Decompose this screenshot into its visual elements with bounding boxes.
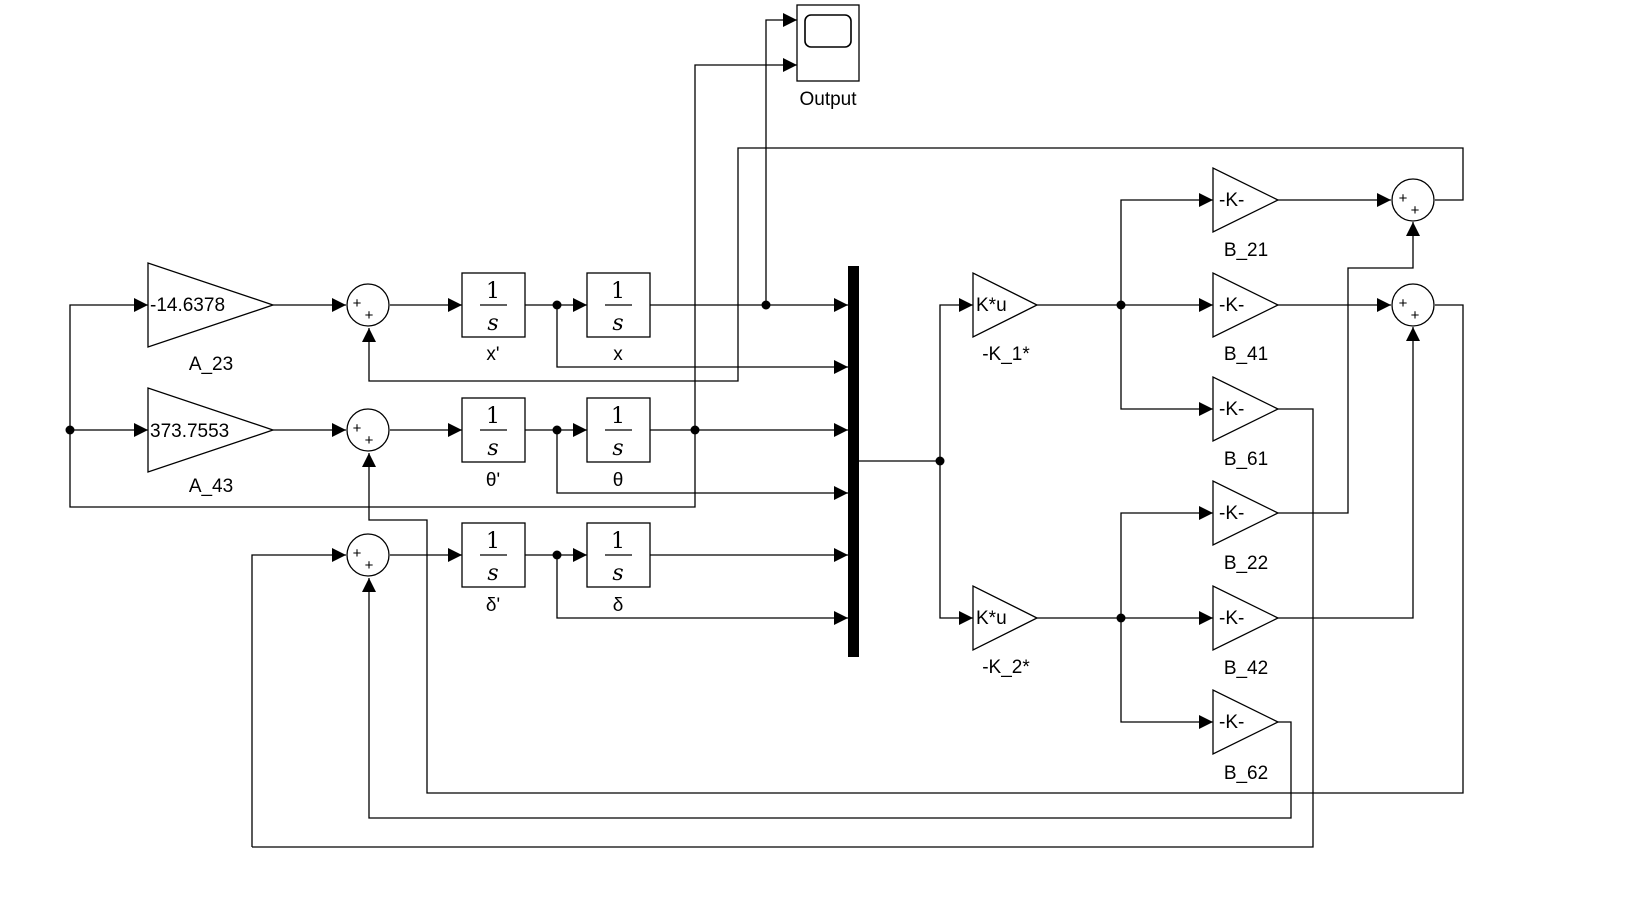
gain-a23-block[interactable]: -14.6378 A_23 bbox=[147, 262, 276, 375]
gain-b62-value: -K- bbox=[1219, 712, 1244, 733]
gain-b62-block[interactable]: -K- B_62 bbox=[1212, 688, 1280, 784]
gain-a23-label: A_23 bbox=[189, 354, 233, 375]
integrator-denominator: s bbox=[487, 561, 498, 586]
integrator-numerator: 1 bbox=[486, 529, 500, 554]
integrator-x[interactable]: 1 s x bbox=[586, 272, 651, 365]
gain-k2-block[interactable]: K*u -K_2* bbox=[972, 584, 1039, 678]
integrator-deltadot-label: δ' bbox=[486, 595, 500, 616]
sum-sign: + bbox=[365, 557, 374, 574]
integrator-denominator: s bbox=[612, 311, 623, 336]
integrator-deltadot[interactable]: 1 s δ' bbox=[461, 522, 526, 616]
gain-b22-value: -K- bbox=[1219, 503, 1244, 524]
integrator-xdot[interactable]: 1 s x' bbox=[461, 272, 526, 365]
integrator-theta[interactable]: 1 s θ bbox=[586, 397, 651, 491]
gain-b22-block[interactable]: -K- B_22 bbox=[1212, 479, 1280, 574]
gain-a43-value: 373.7553 bbox=[150, 421, 229, 442]
sum-sign: + bbox=[353, 420, 362, 437]
gain-b61-label: B_61 bbox=[1224, 449, 1268, 470]
gain-b22-label: B_22 bbox=[1224, 553, 1268, 574]
sum-block-delta[interactable]: + + bbox=[346, 533, 390, 577]
gain-k2-label: -K_2* bbox=[982, 657, 1030, 678]
gain-b21-label: B_21 bbox=[1224, 240, 1268, 261]
sum-sign: + bbox=[1399, 295, 1408, 312]
sum-sign: + bbox=[365, 307, 374, 324]
gain-b42-value: -K- bbox=[1219, 608, 1244, 629]
signal-lines bbox=[69, 13, 1464, 848]
gain-b41-label: B_41 bbox=[1224, 344, 1268, 365]
gain-b61-value: -K- bbox=[1219, 399, 1244, 420]
integrator-numerator: 1 bbox=[486, 279, 500, 304]
scope-screen-icon bbox=[804, 14, 852, 48]
sum-block-x[interactable]: + + bbox=[346, 283, 390, 327]
sum-sign: + bbox=[1399, 190, 1408, 207]
junction-dots bbox=[65, 300, 1126, 623]
gain-b42-block[interactable]: -K- B_42 bbox=[1212, 584, 1280, 679]
sum-block-right-top[interactable]: + + bbox=[1391, 178, 1435, 222]
integrator-delta[interactable]: 1 s δ bbox=[586, 522, 651, 616]
mux-block[interactable] bbox=[848, 266, 859, 657]
integrator-denominator: s bbox=[487, 311, 498, 336]
gain-b62-label: B_62 bbox=[1224, 763, 1268, 784]
gain-b41-block[interactable]: -K- B_41 bbox=[1212, 271, 1280, 365]
sum-sign: + bbox=[353, 295, 362, 312]
sum-block-theta[interactable]: + + bbox=[346, 408, 390, 452]
integrator-x-label: x bbox=[613, 344, 623, 365]
scope-label: Output bbox=[799, 89, 857, 110]
integrator-thetadot-label: θ' bbox=[486, 470, 500, 491]
gain-k2-value: K*u bbox=[976, 608, 1007, 629]
gain-b21-value: -K- bbox=[1219, 190, 1244, 211]
integrator-delta-label: δ bbox=[613, 595, 624, 616]
integrator-denominator: s bbox=[612, 561, 623, 586]
integrator-denominator: s bbox=[487, 436, 498, 461]
gain-a43-block[interactable]: 373.7553 A_43 bbox=[147, 387, 276, 497]
gain-a23-value: -14.6378 bbox=[150, 295, 225, 316]
sum-block-right-mid[interactable]: + + bbox=[1391, 283, 1435, 327]
sum-sign: + bbox=[1411, 202, 1420, 219]
integrator-theta-label: θ bbox=[613, 470, 624, 491]
gain-k1-value: K*u bbox=[976, 295, 1007, 316]
integrator-denominator: s bbox=[612, 436, 623, 461]
gain-a43-label: A_43 bbox=[189, 476, 233, 497]
sum-sign: + bbox=[353, 545, 362, 562]
gain-k1-label: -K_1* bbox=[982, 344, 1030, 365]
integrator-numerator: 1 bbox=[611, 279, 625, 304]
gain-b61-block[interactable]: -K- B_61 bbox=[1212, 375, 1280, 470]
integrator-numerator: 1 bbox=[611, 529, 625, 554]
sum-sign: + bbox=[1411, 307, 1420, 324]
integrator-numerator: 1 bbox=[611, 404, 625, 429]
integrator-numerator: 1 bbox=[486, 404, 500, 429]
gain-b41-value: -K- bbox=[1219, 295, 1244, 316]
integrator-xdot-label: x' bbox=[486, 344, 499, 365]
scope-block[interactable]: Output bbox=[796, 4, 860, 110]
integrator-thetadot[interactable]: 1 s θ' bbox=[461, 397, 526, 491]
gain-b21-block[interactable]: -K- B_21 bbox=[1212, 166, 1280, 261]
gain-b42-label: B_42 bbox=[1224, 658, 1268, 679]
gain-k1-block[interactable]: K*u -K_1* bbox=[972, 271, 1039, 365]
sum-sign: + bbox=[365, 432, 374, 449]
